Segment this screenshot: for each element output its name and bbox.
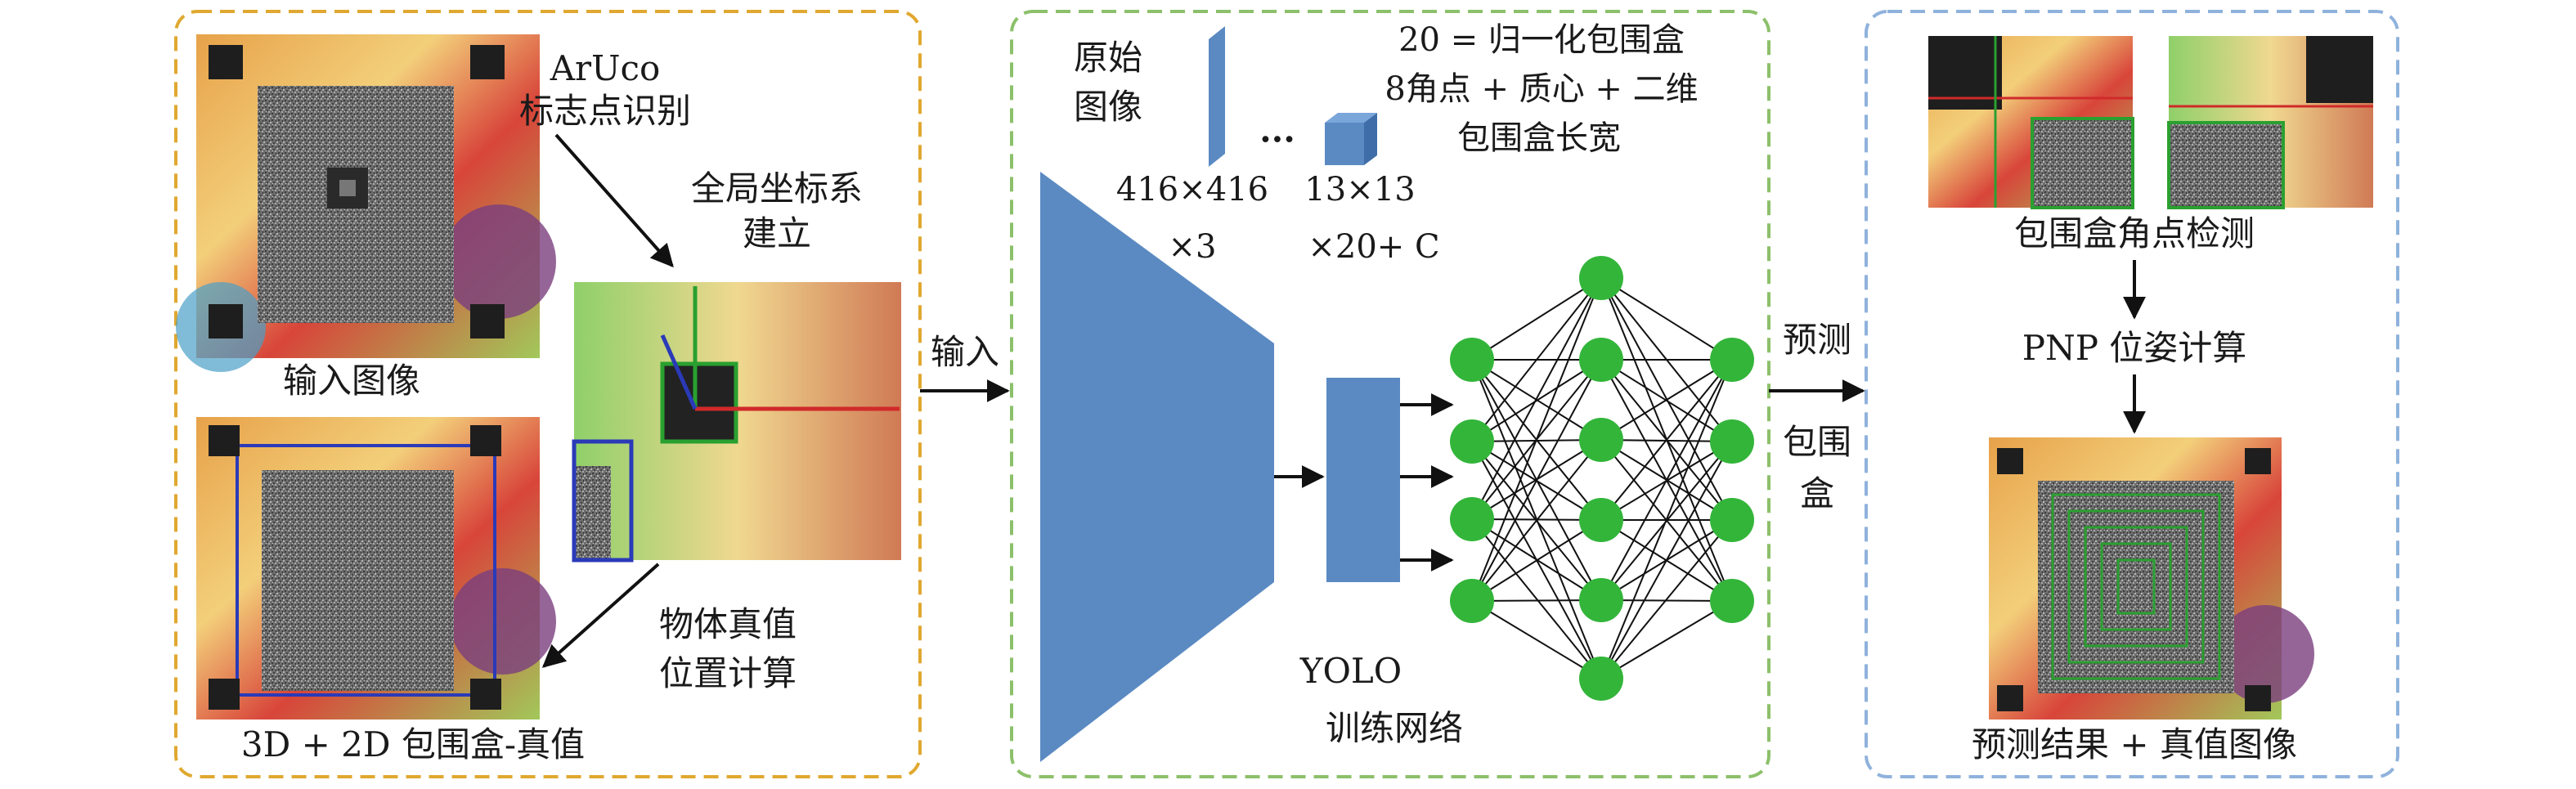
network-edge	[1471, 359, 1602, 602]
output-tensor-icon	[1325, 113, 1377, 165]
arrow-aruco-to-coord	[554, 133, 674, 268]
bbox-truth-image	[196, 417, 556, 720]
output-desc-1: 20 = 归一化包围盒	[1398, 21, 1685, 59]
network-node	[1710, 338, 1754, 382]
network-edge	[1600, 359, 1733, 679]
network-edge	[1471, 600, 1602, 679]
result-image	[1989, 437, 2314, 720]
network-edge	[1600, 519, 1733, 679]
yolo-backbone-shape	[1040, 172, 1274, 762]
result-caption: 预测结果 + 真值图像	[1972, 724, 2297, 764]
network-edge	[1471, 519, 1602, 602]
network-node	[1450, 419, 1494, 464]
bbox-truth-caption: 3D + 2D 包围盒-真值	[241, 724, 585, 764]
network-edge	[1600, 277, 1733, 361]
arrow-coord-to-truth	[541, 563, 660, 668]
network-edge	[1471, 277, 1602, 602]
aruco-marker-icon	[209, 45, 243, 79]
aruco-label-1: ArUco	[550, 48, 661, 88]
middle-panel-border	[1010, 10, 1770, 778]
network-edge	[1471, 277, 1602, 442]
input-image-caption: 输入图像	[283, 361, 420, 401]
aruco-marker-icon	[470, 679, 501, 710]
feature-block	[1326, 378, 1400, 582]
aruco-marker-icon	[209, 304, 243, 338]
aruco-marker-icon	[2245, 685, 2271, 711]
left-panel-border	[174, 10, 922, 778]
network-edge	[1600, 359, 1733, 441]
aruco-marker-icon	[470, 425, 501, 456]
network-edge	[1471, 277, 1602, 361]
network-edge	[1471, 439, 1602, 602]
output-desc-3: 包围盒长宽	[1457, 119, 1621, 157]
network-edge	[1600, 359, 1733, 521]
input-tensor-icon	[1209, 26, 1225, 167]
raw-image-label-2: 图像	[1074, 87, 1142, 127]
network-edge	[1471, 359, 1602, 442]
network-edge	[1600, 441, 1733, 679]
network-node	[1710, 498, 1754, 542]
coordinate-zoom-image	[572, 282, 901, 563]
pnp-caption: PNP 位姿计算	[2022, 328, 2247, 368]
fully-connected-network	[1450, 256, 1754, 701]
input-dim-2: ×3	[1169, 228, 1217, 266]
aruco-marker-icon	[2245, 448, 2271, 474]
network-node	[1450, 338, 1494, 382]
arrow-predict-label-3: 盒	[1800, 473, 1834, 513]
yolo-label: YOLO	[1299, 651, 1402, 691]
network-node	[1579, 498, 1623, 542]
network-node	[1450, 579, 1494, 623]
right-panel-border	[1865, 10, 2399, 778]
raw-image-label-1: 原始	[1074, 38, 1142, 78]
network-node	[1450, 497, 1494, 541]
arrow-predict-label-1: 预测	[1783, 320, 1851, 360]
object-truth-label-1: 物体真值	[659, 604, 797, 644]
output-desc-2: 8角点 + 质心 + 二维	[1384, 70, 1698, 108]
arrow-predict-label-2: 包围	[1783, 422, 1851, 462]
network-node	[1579, 657, 1623, 701]
network-label: 训练网络	[1326, 708, 1463, 748]
network-node	[1579, 418, 1623, 462]
corner-detect-image-right	[2167, 36, 2373, 209]
network-edge	[1471, 277, 1602, 520]
aruco-marker-icon	[209, 679, 240, 710]
output-dim-1: 13×13	[1304, 171, 1415, 208]
network-node	[1579, 578, 1623, 622]
network-edge	[1600, 600, 1733, 679]
output-dim-2: ×20+ C	[1308, 228, 1439, 266]
aruco-marker-icon	[470, 45, 505, 79]
aruco-marker-icon	[209, 425, 240, 456]
network-node	[1710, 579, 1754, 623]
network-node	[1579, 338, 1623, 382]
network-node	[1710, 419, 1754, 464]
corner-detect-image-left	[1928, 36, 2134, 209]
aruco-marker-icon	[1997, 685, 2023, 711]
global-coord-label-2: 建立	[743, 213, 811, 253]
aruco-marker-icon	[470, 304, 505, 338]
input-image	[176, 34, 556, 372]
global-coord-label-1: 全局坐标系	[691, 168, 863, 208]
network-edge	[1600, 359, 1733, 601]
object-truth-label-2: 位置计算	[659, 653, 797, 693]
ellipsis: ···	[1259, 119, 1295, 159]
aruco-marker-icon	[1997, 448, 2023, 474]
corner-detect-caption: 包围盒角点检测	[2014, 213, 2255, 253]
aruco-label-2: 标志点识别	[519, 91, 691, 131]
arrow-input-label: 输入	[931, 332, 999, 372]
input-dim-1: 416×416	[1116, 171, 1268, 208]
network-node	[1579, 256, 1623, 300]
